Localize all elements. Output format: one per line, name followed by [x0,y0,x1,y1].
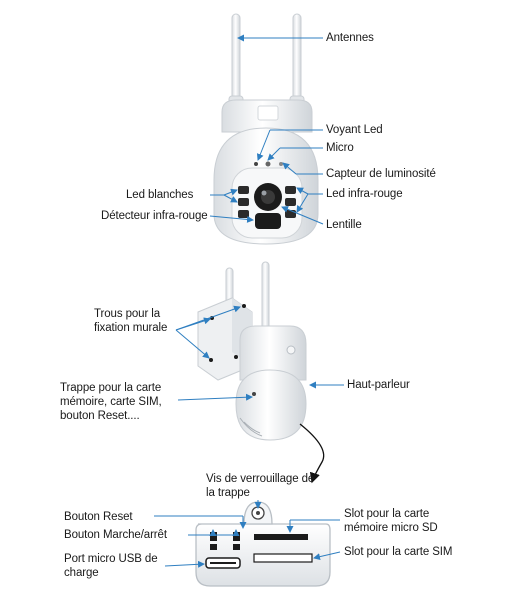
front-camera [213,13,319,245]
label-led-infra-rouge: Led infra-rouge [326,188,403,200]
side-dome [235,369,307,441]
pir-window [255,213,281,229]
bottom-panel [195,501,331,587]
label-bouton-marche-arret: Bouton Marche/arrêt [64,529,167,541]
label-trous-fixation: Trous pour la fixation murale [94,308,168,334]
label-trappe: Trappe pour la carte mémoire, carte SIM,… [60,382,162,422]
antenna-left [231,13,241,103]
label-vis-verrouillage: Vis de verrouillage de la trappe [206,473,315,499]
label-capteur-luminosite: Capteur de luminosité [326,168,436,180]
front-leaders [209,34,324,225]
label-voyant-led: Voyant Led [326,124,383,136]
label-port-micro-usb: Port micro USB de charge [64,553,158,579]
reset-button-slot [210,532,217,541]
label-micro: Micro [326,142,354,154]
side-camera [197,261,307,441]
panel-leaders [154,500,341,568]
label-led-blanches: Led blanches [126,189,194,201]
label-antennes: Antennes [326,32,374,44]
sd-slot [254,534,300,540]
power-button-slot [233,532,240,541]
label-slot-carte-sim: Slot pour la carte SIM [344,546,453,558]
label-bouton-reset: Bouton Reset [64,511,133,523]
side-leaders [175,305,344,401]
label-lentille: Lentille [326,219,362,231]
zoom-arrow [299,423,325,484]
label-detecteur-infra-rouge: Détecteur infra-rouge [101,210,208,222]
label-haut-parleur: Haut-parleur [347,379,410,391]
label-slot-carte-sd: Slot pour la carte mémoire micro SD [344,508,438,534]
antenna-right [292,13,302,103]
sim-slot [253,553,313,563]
